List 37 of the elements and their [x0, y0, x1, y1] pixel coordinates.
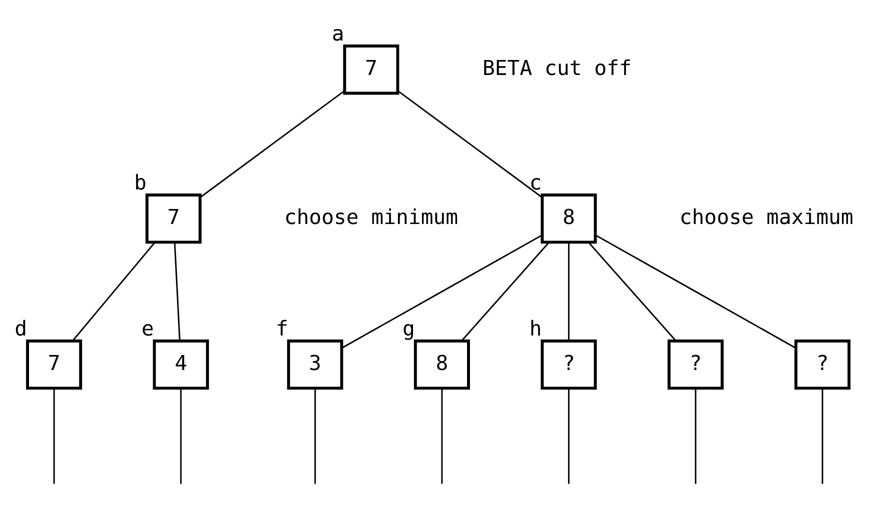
label: BETA cut off [482, 56, 632, 80]
node-box: 8 [414, 339, 470, 390]
node-label: c [529, 170, 542, 194]
node-box: ? [540, 339, 597, 390]
label: choose maximum [679, 204, 854, 229]
node-box: ? [668, 339, 724, 390]
connector [314, 388, 316, 484]
connector [595, 234, 796, 348]
node-label: e [142, 316, 154, 340]
node-label: d [14, 316, 28, 340]
connector [397, 90, 542, 198]
connector [174, 242, 180, 340]
connector [53, 388, 55, 484]
connector [341, 234, 542, 348]
node-box: ? [794, 339, 850, 390]
connector [441, 388, 443, 484]
connector [822, 388, 824, 484]
node-box: 4 [152, 339, 209, 390]
node-label: g [402, 316, 415, 340]
node-box: 3 [287, 339, 344, 390]
node-box: 8 [540, 193, 597, 244]
node-box: 7 [146, 193, 202, 244]
node-label: f [276, 316, 288, 340]
connector [694, 388, 696, 484]
node-box: 7 [343, 44, 400, 94]
connector [180, 388, 182, 484]
connector [588, 241, 676, 341]
label: choose minimum [284, 204, 458, 229]
connector [72, 241, 156, 341]
connector [568, 242, 570, 340]
connector [568, 388, 570, 484]
node-box: 7 [26, 339, 82, 390]
node-label: h [529, 316, 542, 340]
node-label: a [332, 20, 344, 45]
connector [200, 90, 345, 198]
node-label: b [134, 170, 147, 194]
connector [461, 241, 550, 341]
